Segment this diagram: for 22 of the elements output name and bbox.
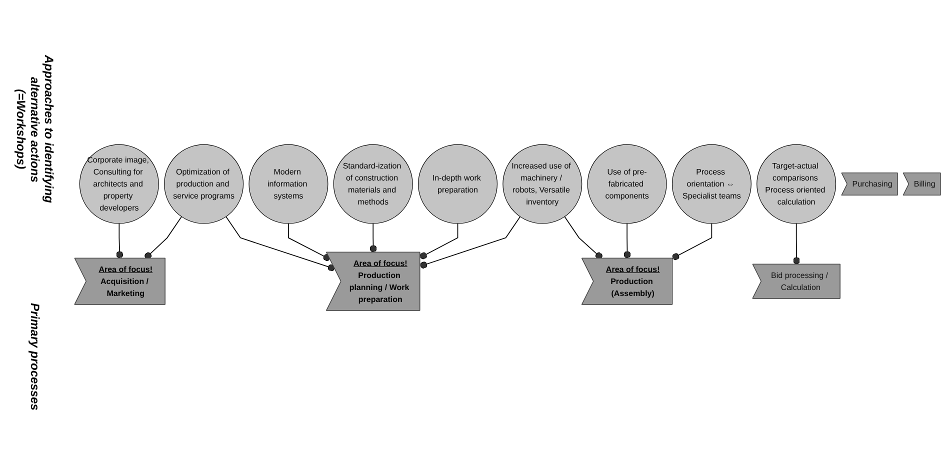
connector (624, 223, 631, 259)
node-circle: Increased use of machinery / robots, Versatile inventory (502, 144, 582, 224)
node-circle: Process orientation ⇔ Specialist teams (672, 144, 752, 224)
node-circle: Use of pre-fabricated components (587, 144, 667, 224)
node-circle: Corporate image, Consulting for architects and property developers (79, 144, 159, 224)
connector (420, 216, 521, 268)
connector (793, 223, 800, 265)
node-circle: In-depth work preparation (418, 144, 498, 224)
node-circle: Optimization of production and service programs (164, 144, 244, 224)
connector (564, 216, 602, 260)
connector (226, 216, 336, 272)
connector (144, 216, 182, 260)
connector (288, 223, 331, 262)
node-circle: Standard-ization of construction materials and methods (333, 144, 413, 224)
side-label: Primary processes (28, 303, 42, 411)
connector (420, 223, 458, 260)
node-circle: Modern information systems (248, 144, 328, 224)
connector (116, 223, 124, 259)
side-label: Approaches to identifying alternative actions (=Workshops) (14, 54, 56, 206)
connector (370, 223, 377, 253)
connector (672, 223, 712, 260)
node-circle: Target-actual comparisons Process oriented calculation (756, 144, 836, 224)
